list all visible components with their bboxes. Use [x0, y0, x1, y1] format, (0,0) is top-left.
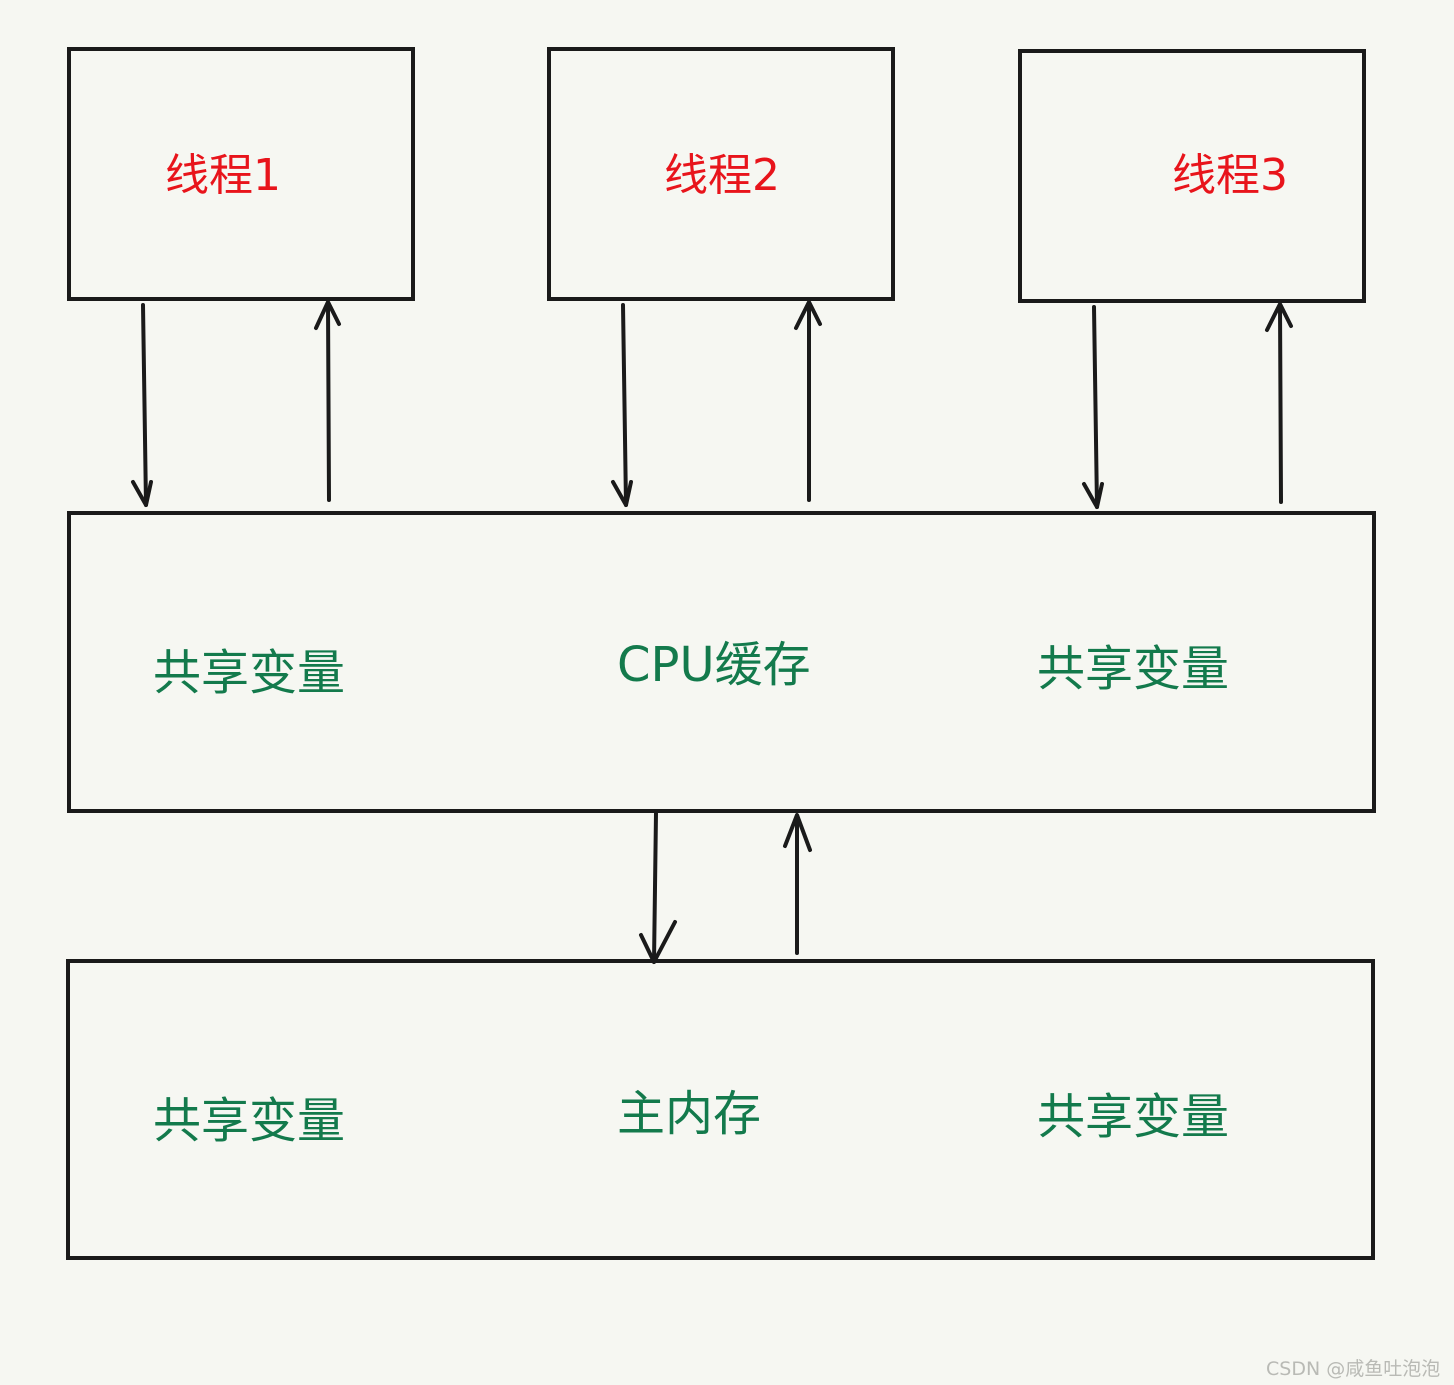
cache-shared-variable-right: 共享变量 [1037, 641, 1230, 697]
thread-3-box [1018, 49, 1366, 303]
cache-to-thread-2-arrow [794, 300, 822, 502]
main-memory-title: 主内存 [617, 1086, 762, 1142]
thread-2-to-cache-arrow [611, 303, 633, 507]
thread-2-box [547, 47, 895, 301]
cache-shared-variable-left: 共享变量 [153, 645, 346, 701]
cache-to-thread-3-arrow [1265, 302, 1293, 504]
thread-2-label: 线程2 [664, 150, 780, 201]
thread-3-to-cache-arrow [1082, 305, 1104, 509]
cpu-cache-title: CPU缓存 [617, 637, 811, 693]
cache-to-memory-arrow [639, 811, 677, 964]
memory-shared-variable-right: 共享变量 [1037, 1089, 1230, 1145]
thread-3-label: 线程3 [1172, 150, 1288, 201]
thread-1-box [67, 47, 415, 301]
thread-1-to-cache-arrow [131, 303, 153, 507]
memory-to-cache-arrow [783, 813, 812, 955]
thread-1-label: 线程1 [165, 150, 281, 201]
main-memory-box [66, 959, 1375, 1260]
memory-shared-variable-left: 共享变量 [153, 1093, 346, 1149]
cpu-cache-box [67, 511, 1376, 813]
cache-to-thread-1-arrow [314, 300, 341, 502]
watermark-text: CSDN @咸鱼吐泡泡 [1266, 1358, 1441, 1380]
